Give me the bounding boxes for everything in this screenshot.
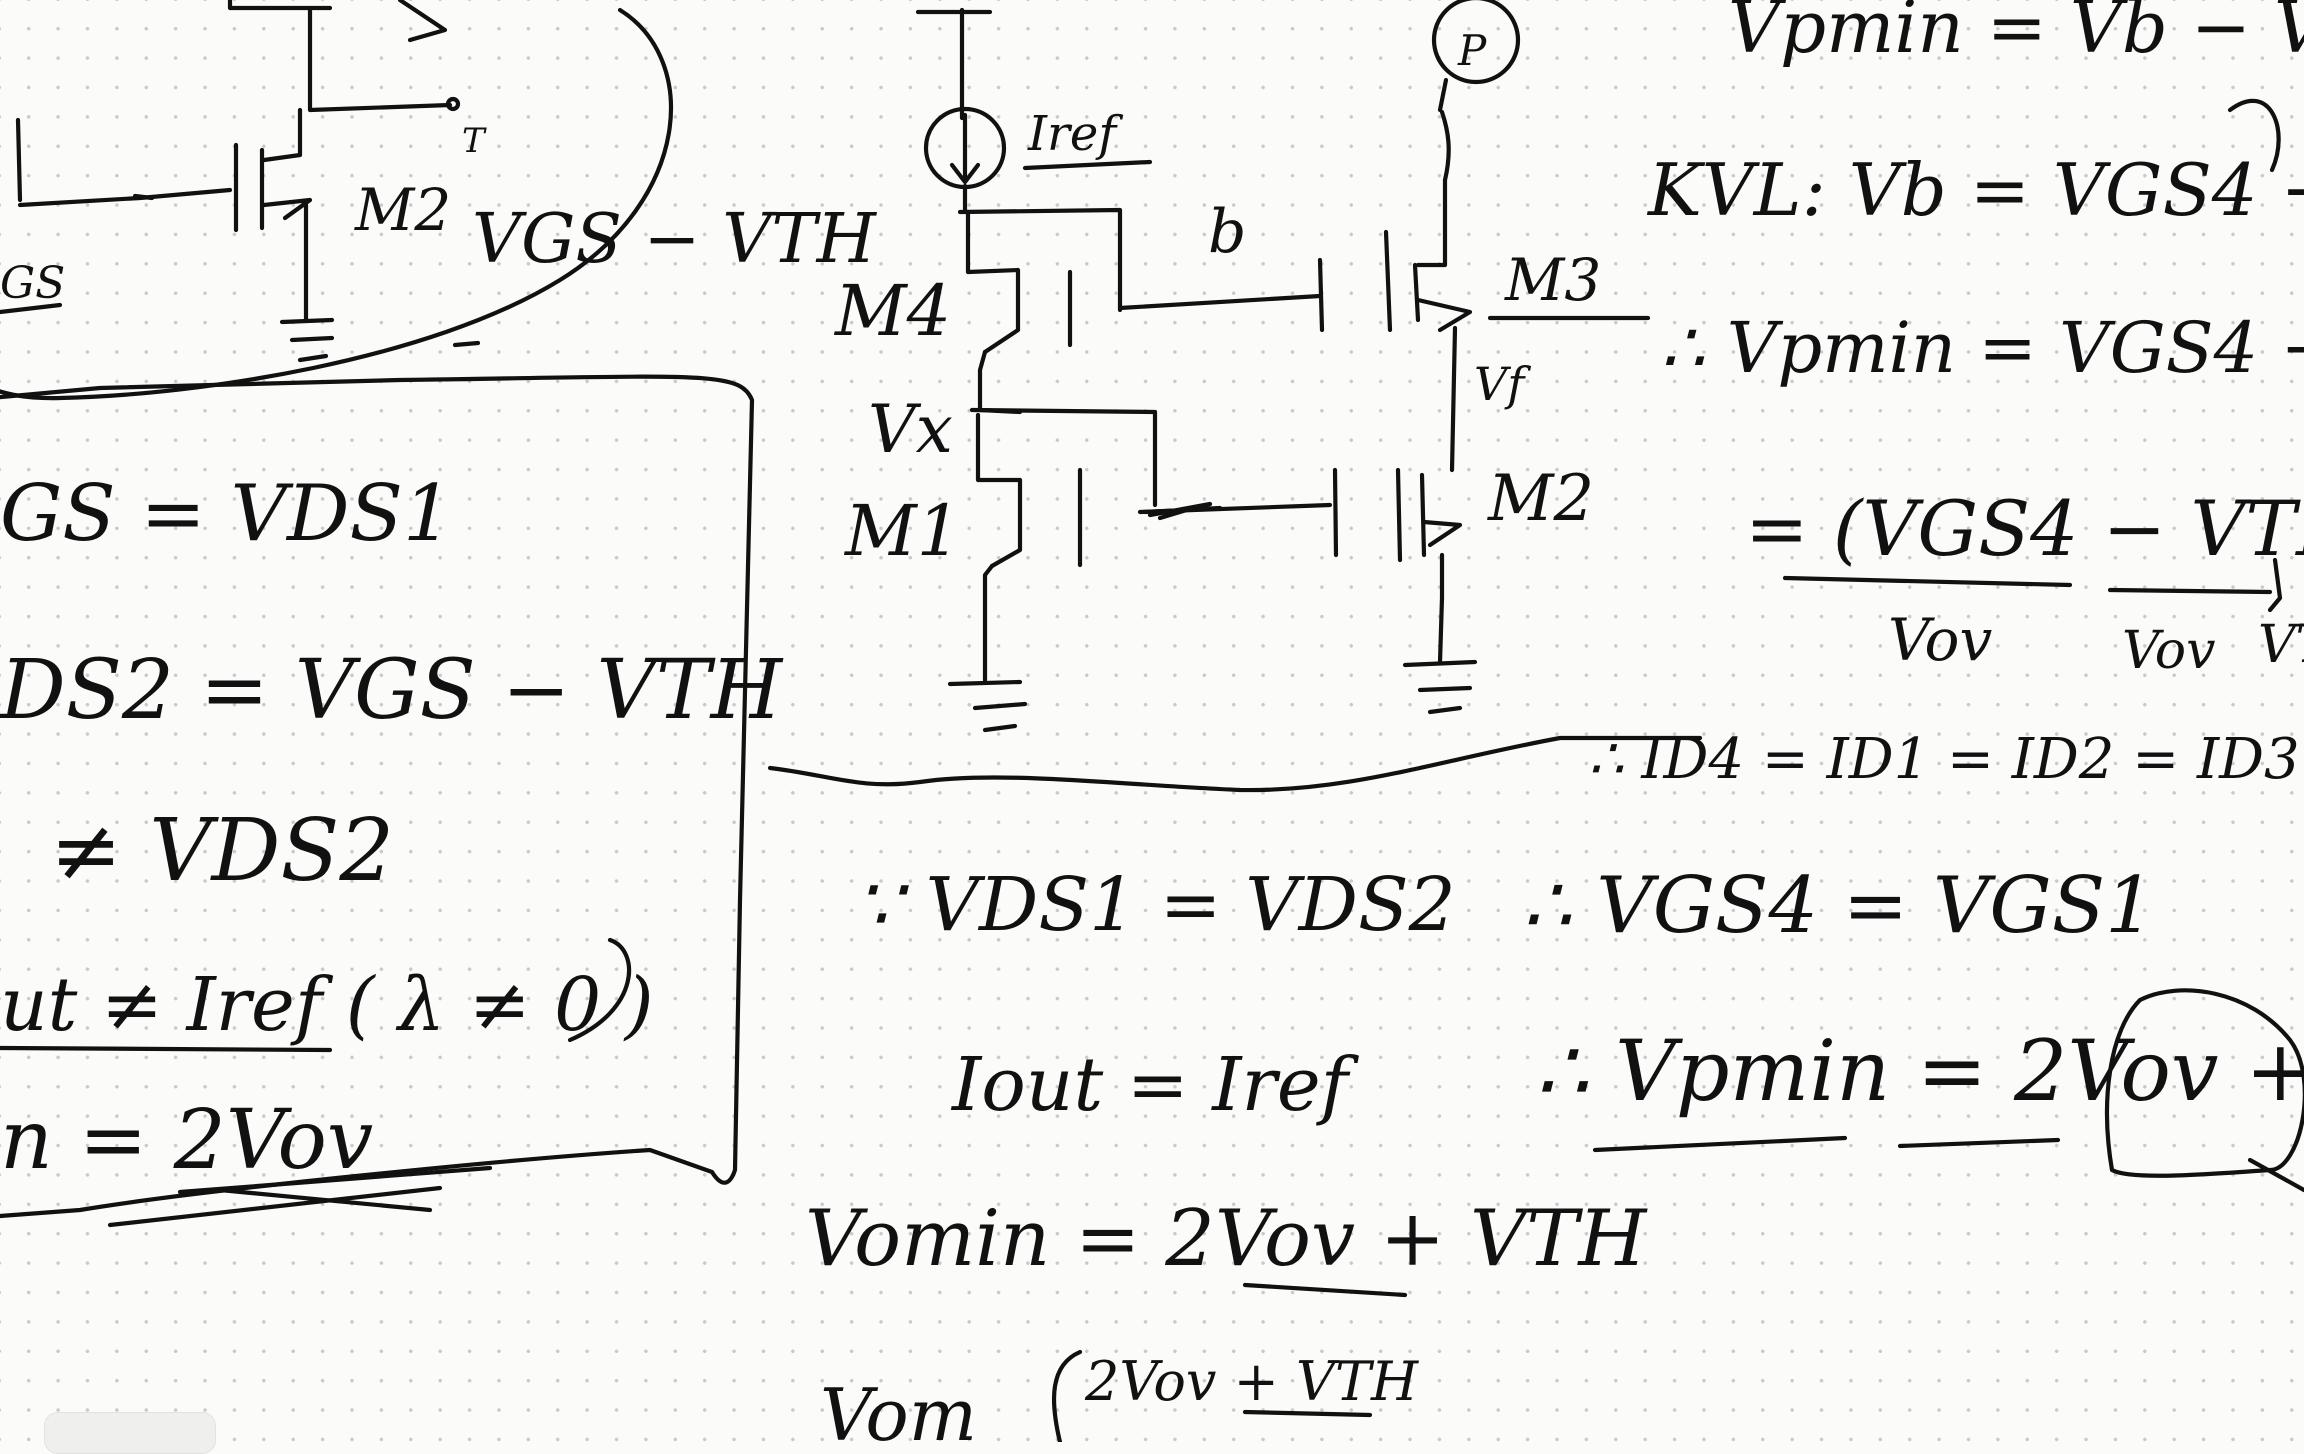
- vomin-line: Vomin = 2Vov + VTH: [805, 1194, 1648, 1284]
- iref-label: Iref: [1027, 106, 1123, 162]
- vx-node-wire: [969, 407, 1158, 508]
- cascode-mirror-circuit: Iref P M3 b Vf: [833, 0, 1651, 733]
- p-lead: [1437, 77, 1449, 113]
- result-underline-1: [1592, 1135, 1848, 1153]
- canvas-corner-overlay: [44, 1412, 216, 1454]
- m4-label: M4: [833, 270, 951, 352]
- line5-underline-a: [177, 1165, 493, 1195]
- expand-underline-1: [1782, 575, 2073, 588]
- oval-outline: [0, 7, 673, 401]
- kvl-line: KVL: Vb = VGS4 + VGS1: [1646, 148, 2304, 232]
- vds-equal: ∵ VDS1 = VDS2: [855, 862, 1456, 948]
- line5-underline-c: [217, 1187, 433, 1213]
- m2-label: M2: [1487, 462, 1594, 536]
- final-result: ∴ Vpmin = 2Vov + VTH: [1535, 1022, 2304, 1120]
- drain-wire: [307, 7, 453, 113]
- ground-m1: [947, 679, 1028, 733]
- vx-label: Vx: [868, 391, 953, 468]
- vpmin-top: Vpmin = Vb − VTH: [1728, 0, 2304, 69]
- box-line-4: ut ≠ Iref ( λ ≠ 0 ): [0, 962, 654, 1048]
- section-divider: [767, 735, 1703, 793]
- m1-label: M1: [843, 490, 961, 572]
- vomin-second-left: Vom: [820, 1373, 977, 1442]
- m1-source: [982, 563, 995, 683]
- line4-paren-close: [567, 937, 632, 1043]
- m3-gate-left: [1317, 257, 1325, 333]
- line5-underline-b: [107, 1185, 443, 1228]
- m2-source: [1421, 519, 1463, 548]
- currents-equal: ∴ ID4 = ID1 = ID2 = ID3 .: [1588, 727, 2304, 792]
- vf-label: Vf: [1474, 357, 1531, 411]
- t-label: T: [462, 121, 487, 161]
- vov-label-2: Vov: [2122, 621, 2215, 681]
- m2-channel: [1419, 472, 1427, 558]
- gate-wire: [17, 187, 233, 208]
- expand-bracket: [2267, 557, 2283, 613]
- small-dash: [452, 340, 481, 348]
- gate-dot: [132, 193, 155, 201]
- m2-to-ground: [1437, 552, 1445, 665]
- vgs-vth-label: VGS − VTH: [472, 200, 878, 279]
- vomin-second-underline: [1242, 1409, 1373, 1418]
- m2-drain: [261, 107, 303, 163]
- line4-underline: [0, 1045, 333, 1053]
- m2-source: [261, 197, 313, 221]
- p-terminal-circle: [1431, 0, 1521, 85]
- vth-part: VT: [2258, 615, 2304, 675]
- vov-label-1: Vov: [1888, 606, 1992, 674]
- top-left-circuit: M2 T VGS − VTH GS: [0, 0, 878, 401]
- box-line-1: GS = VDS1: [0, 469, 453, 559]
- vgs-underline: [0, 302, 63, 315]
- result-underline-2: [1897, 1137, 2061, 1149]
- m1-drain: [975, 412, 1023, 569]
- m4-source: [977, 349, 1023, 415]
- m3-source: [1415, 297, 1473, 333]
- vomin-second-bracket: [1051, 1349, 1083, 1442]
- m3-channel: [1412, 262, 1421, 323]
- vomin-second-right: 2Vov + VTH: [1084, 1350, 1419, 1413]
- m1-gate-scribble: [1142, 501, 1223, 521]
- wire-top: [227, 0, 333, 11]
- vf-node-wire: [1449, 325, 1458, 473]
- ground-m2: [1402, 659, 1478, 715]
- supply-top: [915, 7, 993, 121]
- m3-drain: [1415, 109, 1451, 268]
- expanded-form: = (VGS4 − VTH) + (VGS1 − VTH: [1745, 484, 2304, 573]
- m4-gate-wire: [1117, 293, 1323, 311]
- left-vertical-wire: [15, 117, 23, 203]
- m2-gate-plate: [1395, 467, 1403, 563]
- right-derivation: Vpmin = Vb − VTH KVL: Vb = VGS4 + VGS1 ∴…: [1522, 0, 2304, 1193]
- m2-label-topleft: M2: [354, 176, 451, 244]
- terminal-dot: [445, 96, 461, 112]
- current-source-arrow: [949, 112, 981, 185]
- iref-underline: [1022, 159, 1153, 171]
- arrow-top: [397, 0, 448, 43]
- therefore-vpmin: ∴ Vpmin = VGS4 + VGS1 − V: [1660, 307, 2304, 389]
- vgs-fragment: GS: [0, 258, 65, 309]
- box-line-3: ≠ VDS2: [50, 801, 394, 901]
- iout-equal: Iout = Iref: [950, 1042, 1360, 1128]
- vth-circle-tail: [2247, 1157, 2304, 1193]
- left-box: GS = VDS1 DS2 = VGS − VTH ≠ VDS2 ut ≠ Ir…: [0, 374, 784, 1228]
- vgs-equal: ∴ VGS4 = VGS1: [1522, 861, 2155, 951]
- top-bracket: [2227, 98, 2281, 173]
- m2-gate-left: [1332, 467, 1339, 558]
- m3-gate-plate: [1383, 229, 1393, 333]
- m4-drain: [965, 209, 1021, 355]
- p-label: P: [1457, 26, 1487, 75]
- m3-label: M3: [1504, 246, 1601, 314]
- box-line-2: DS2 = VGS − VTH: [0, 643, 784, 738]
- b-label: b: [1208, 197, 1246, 267]
- expand-underline-2: [2107, 587, 2273, 595]
- box-line-5: n = 2Vov: [0, 1093, 373, 1188]
- m4-top-wire: [957, 207, 1123, 313]
- bottom-middle-notes: ∵ VDS1 = VDS2 Iout = Iref Vomin = 2Vov +…: [805, 862, 1648, 1442]
- vomin-underline: [1242, 1282, 1408, 1298]
- ground-top-left: [279, 317, 335, 363]
